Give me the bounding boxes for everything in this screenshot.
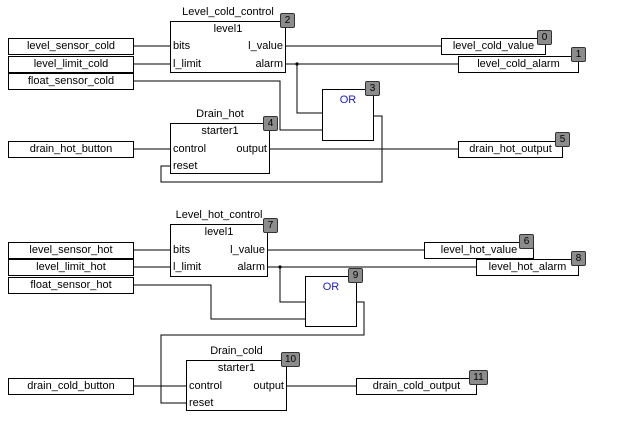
block-instance-name: level1 — [204, 226, 234, 238]
output-drain-cold-output[interactable]: drain_cold_output — [356, 378, 477, 395]
input-level-limit-cold[interactable]: level_limit_cold — [8, 56, 134, 73]
wire-alarm-to-or-hot — [279, 267, 305, 303]
or-label: OR — [322, 281, 340, 293]
output-level-hot-alarm[interactable]: level_hot_alarm — [476, 259, 579, 276]
wire-or-hot-to-reset — [160, 301, 365, 404]
order-badge: 1 — [571, 47, 586, 62]
pin-l-limit: l_limit — [173, 261, 202, 273]
block-title-drain-hot: Drain_hot — [196, 108, 244, 120]
input-level-sensor-cold[interactable]: level_sensor_cold — [8, 38, 134, 55]
block-or-hot[interactable]: OR — [305, 276, 357, 327]
input-level-sensor-hot[interactable]: level_sensor_hot — [8, 242, 134, 259]
wire-or-cold-to-reset — [160, 115, 383, 183]
junction-dot — [295, 62, 299, 66]
block-drain-hot[interactable]: starter1 control reset output — [170, 123, 270, 174]
pin-alarm: alarm — [255, 58, 283, 70]
input-float-sensor-hot[interactable]: float_sensor_hot — [8, 277, 134, 294]
pin-alarm: alarm — [237, 261, 265, 273]
output-level-cold-value[interactable]: level_cold_value — [441, 38, 546, 55]
block-instance-name: starter1 — [201, 125, 239, 137]
pin-bits: bits — [173, 40, 191, 52]
order-badge: 10 — [281, 352, 300, 367]
pin-l-value: l_value — [230, 244, 265, 256]
pin-reset: reset — [173, 160, 198, 172]
block-level-cold-control[interactable]: level1 bits l_limit l_value alarm — [170, 21, 286, 73]
order-badge: 2 — [280, 13, 295, 28]
pin-control: control — [173, 143, 207, 155]
order-badge: 4 — [263, 116, 278, 131]
order-badge: 9 — [348, 268, 363, 283]
input-level-limit-hot[interactable]: level_limit_hot — [8, 259, 134, 276]
order-badge: 3 — [365, 81, 380, 96]
pin-output: output — [253, 380, 284, 392]
input-drain-hot-button[interactable]: drain_hot_button — [8, 141, 134, 158]
input-drain-cold-button[interactable]: drain_cold_button — [8, 378, 134, 395]
pin-l-value: l_value — [248, 40, 283, 52]
pin-output: output — [236, 143, 267, 155]
block-title-level-hot-control: Level_hot_control — [175, 209, 263, 221]
output-drain-hot-output[interactable]: drain_hot_output — [458, 141, 563, 158]
wire-float-sensor-cold — [134, 80, 322, 131]
block-drain-cold[interactable]: starter1 control reset output — [186, 360, 287, 411]
wire-float-sensor-hot — [134, 284, 305, 320]
output-level-cold-alarm[interactable]: level_cold_alarm — [458, 56, 579, 73]
pin-reset: reset — [189, 397, 214, 409]
order-badge: 5 — [555, 132, 570, 147]
pin-bits: bits — [173, 244, 191, 256]
block-instance-name: level1 — [213, 23, 243, 35]
junction-dot — [278, 265, 282, 269]
order-badge: 6 — [519, 234, 534, 249]
order-badge: 8 — [571, 251, 586, 266]
order-badge: 0 — [537, 30, 552, 45]
or-label: OR — [339, 94, 357, 106]
order-badge: 7 — [263, 218, 278, 233]
order-badge: 11 — [469, 370, 488, 385]
block-or-cold[interactable]: OR — [322, 89, 374, 141]
input-float-sensor-cold[interactable]: float_sensor_cold — [8, 73, 134, 90]
block-level-hot-control[interactable]: level1 bits l_limit l_value alarm — [170, 224, 268, 277]
block-title-level-cold-control: Level_cold_control — [182, 6, 274, 18]
output-level-hot-value[interactable]: level_hot_value — [424, 242, 534, 259]
pin-l-limit: l_limit — [173, 58, 202, 70]
pin-control: control — [189, 380, 223, 392]
block-title-drain-cold: Drain_cold — [210, 345, 263, 357]
wire-alarm-to-or-cold — [296, 64, 322, 114]
block-instance-name: starter1 — [217, 362, 256, 374]
